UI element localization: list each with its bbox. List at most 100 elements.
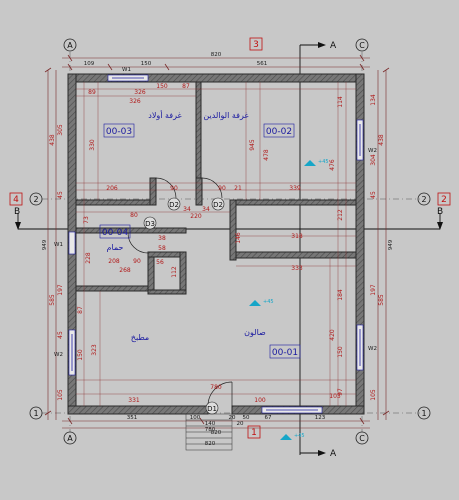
dim-right-lower: 585: [378, 294, 385, 306]
room-name-00-04: حمام: [107, 243, 124, 252]
axis-bubble-bottom-left: [63, 431, 77, 445]
wall-corridor-left: [75, 199, 152, 206]
window-tag-w1b: W1: [54, 242, 63, 248]
wall-bath-top: [75, 227, 187, 234]
axis-label-left-upper: 2: [33, 195, 38, 204]
level-icon-2: [249, 300, 261, 306]
wall-bottom-left: [67, 405, 209, 415]
section-box-left-label: 4: [13, 195, 19, 205]
wall-living-upper: [229, 199, 237, 261]
dim-right-d: 105: [370, 389, 377, 401]
axis-bubble-top-left: [63, 38, 77, 52]
section-label-top: A: [330, 41, 337, 51]
dim-left-e: 105: [57, 389, 64, 401]
inner-lines: [76, 82, 356, 406]
dim-top-right: 561: [257, 61, 268, 67]
axis-bubble-left-upper: [29, 192, 43, 206]
dim-inner-114: 114: [337, 96, 344, 108]
door-label-d2b: D2: [213, 201, 223, 209]
dim-left-lower: 585: [49, 294, 56, 306]
wall-stub-a: [149, 177, 157, 206]
axis-bubble-right-upper: [417, 192, 431, 206]
door-tag-d2a: [167, 197, 181, 211]
dim-inner-780: 780: [210, 384, 222, 391]
level-markers: +45 +45 +45: [249, 159, 329, 440]
dim-left-total: 949: [42, 239, 48, 250]
dim-inner-228: 228: [85, 252, 92, 264]
dim-inner-333: 333: [291, 265, 303, 272]
level-text-2: +45: [263, 299, 274, 305]
door-tag-d2b: [211, 197, 225, 211]
section-arrow-right: [437, 222, 443, 230]
dim-inner-331: 331: [128, 397, 140, 404]
dim-inner-80: 80: [130, 212, 138, 219]
dim-steps-20: 20: [237, 421, 244, 427]
dim-left-d: 45: [57, 331, 64, 339]
dim-inner-146: 146: [235, 232, 242, 244]
door-label-d1: D1: [207, 405, 217, 413]
dim-right-e: 197: [370, 284, 377, 296]
door-label-d2a: D2: [169, 201, 179, 209]
section-arrow-top: [318, 42, 326, 48]
dim-bottom-c: 50: [243, 415, 250, 421]
dim-inner-326b: 326: [129, 98, 141, 105]
dim-bottom-d: 123: [315, 415, 326, 421]
section-box-right-label: 2: [441, 195, 447, 205]
section-box-bottom: [247, 425, 261, 439]
section-arrow-bottom: [318, 450, 326, 456]
dim-steps-780: 780: [205, 427, 216, 433]
dim-right-b: 304: [370, 154, 377, 166]
dim-inner-323: 323: [91, 344, 98, 356]
wall-corridor-right: [229, 199, 357, 206]
window-tag-w2a: W2: [368, 148, 377, 154]
dim-inner-420: 420: [329, 329, 336, 341]
dim-inner-476: 476: [329, 159, 336, 171]
dim-inner-318: 318: [291, 233, 303, 240]
room-box-00-02: [263, 123, 295, 138]
dim-inner-21: 21: [234, 185, 242, 192]
dim-inner-478: 478: [263, 149, 270, 161]
dim-inner-150c: 150: [337, 346, 344, 358]
dim-inner-90a: 90: [170, 185, 178, 192]
dim-inner-945: 945: [249, 139, 256, 151]
dim-inner-339: 339: [289, 185, 301, 192]
section-arrow-left: [15, 222, 21, 230]
axis-label-top-left: A: [67, 41, 73, 50]
level-text-3: +45: [294, 433, 305, 439]
wall-stub-b: [195, 177, 203, 206]
door-tag-d3: [143, 216, 157, 230]
room-name-00-02: غرفة الوالدين: [203, 111, 248, 120]
room-id-00-03: 00-03: [106, 127, 132, 137]
window-bath: [68, 231, 76, 255]
dim-inner-103: 103: [329, 393, 341, 400]
dim-right-upper: 438: [378, 134, 385, 146]
dim-inner-38: 38: [158, 235, 166, 242]
axis-label-bottom-right: C: [359, 434, 365, 443]
dim-bottom-total: 820: [211, 430, 222, 436]
dim-steps-140: 140: [205, 421, 216, 427]
axis-bubble-bottom-right: [355, 431, 369, 445]
dim-inner-73: 73: [83, 216, 90, 224]
dim-inner-90b: 90: [218, 185, 226, 192]
doors: [127, 177, 233, 407]
axis-label-right-lower: 1: [421, 409, 426, 418]
section-box-top-label: 3: [253, 40, 259, 50]
windows: W1 W2 W2 W2 W1: [54, 67, 377, 414]
section-box-bottom-label: 1: [251, 428, 257, 438]
dim-right-total: 949: [388, 239, 394, 250]
dim-inner-97: 97: [337, 388, 344, 396]
dim-bottom-e: 67: [265, 415, 272, 421]
level-text-1: +45: [318, 159, 329, 165]
door-arc-d3: [127, 232, 149, 254]
room-id-00-01: 00-01: [272, 348, 298, 358]
room-name-kitchen: مطبخ: [131, 333, 149, 342]
dim-top-total: 820: [211, 52, 222, 58]
room-box-00-03: [103, 123, 135, 138]
wall-shaft-right: [179, 251, 187, 295]
dim-inner-268: 268: [119, 267, 131, 274]
dim-inner-34b: 34: [202, 206, 210, 213]
dim-right-a: 134: [370, 94, 377, 106]
dim-inner-208: 208: [108, 258, 120, 265]
dim-inner-212: 212: [337, 209, 344, 221]
